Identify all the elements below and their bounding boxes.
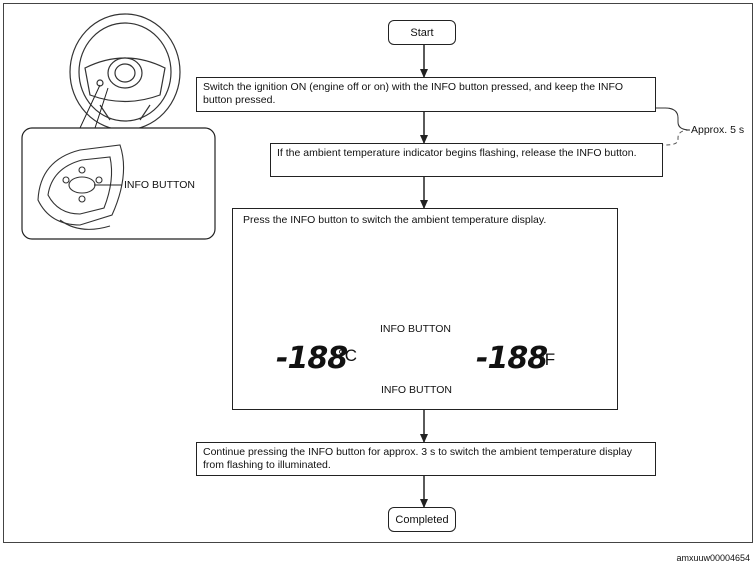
approx-5s-label: Approx. 5 s [691, 124, 745, 136]
completed-label: Completed [395, 513, 449, 526]
diagram-frame [3, 3, 753, 543]
step-switch-display-text: Press the INFO button to switch the ambi… [243, 214, 547, 226]
steering-wheel-illustration [69, 13, 181, 131]
celsius-unit: °C [338, 346, 358, 365]
completed-node: Completed [388, 507, 456, 532]
fahrenheit-reading: -188 [476, 341, 548, 376]
info-button-bottom-label: INFO BUTTON [381, 384, 452, 396]
step-release-button: If the ambient temperature indicator beg… [270, 143, 663, 177]
step-switch-ignition-text: Switch the ignition ON (engine off or on… [203, 81, 624, 106]
step-continue-pressing: Continue pressing the INFO button for ap… [196, 442, 656, 476]
step-switch-ignition: Switch the ignition ON (engine off or on… [196, 77, 656, 112]
start-label: Start [410, 26, 434, 39]
step-release-button-text: If the ambient temperature indicator beg… [277, 147, 637, 159]
fahrenheit-unit: °F [538, 350, 556, 369]
info-button-detail-box [21, 127, 216, 240]
info-button-top-label: INFO BUTTON [380, 323, 451, 335]
step-continue-pressing-text: Continue pressing the INFO button for ap… [203, 446, 632, 471]
step-switch-display: Press the INFO button to switch the ambi… [232, 208, 618, 410]
celsius-reading: -188 [276, 341, 348, 376]
reference-code: amxuuw00004654 [676, 553, 750, 563]
info-button-callout-label: INFO BUTTON [124, 179, 195, 191]
start-node: Start [388, 20, 456, 45]
